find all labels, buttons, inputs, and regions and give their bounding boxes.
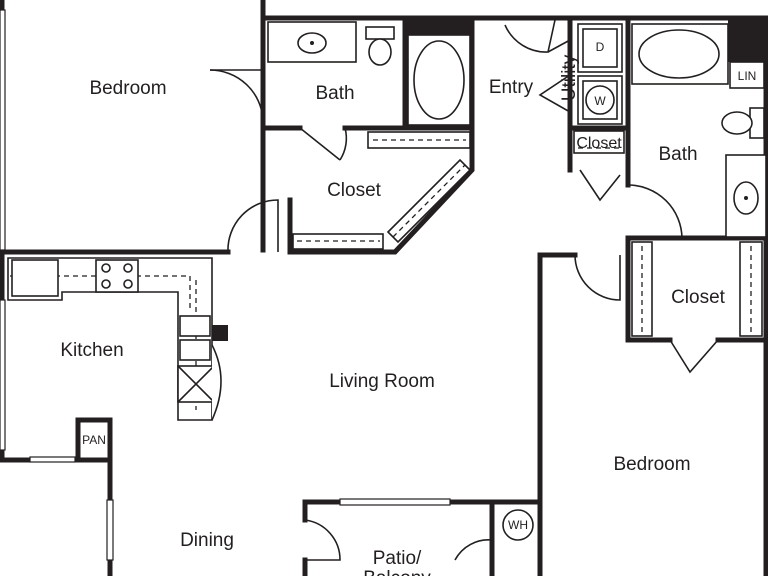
label-kitchen: Kitchen — [60, 340, 123, 361]
linen-box — [729, 61, 765, 89]
water-heater-icon — [502, 509, 534, 541]
label-closet-center: Closet — [327, 180, 382, 201]
small-closet-shelf — [573, 130, 625, 154]
label-utility: Utility — [559, 54, 580, 101]
kitchen-sink-1 — [179, 315, 211, 337]
label-bedroom-top-left: Bedroom — [89, 78, 166, 99]
kitchen-sink-2 — [179, 339, 211, 361]
label-pantry: PAN — [82, 433, 106, 447]
bath-right-fixtures — [631, 20, 767, 238]
fixture-labels: PAN LIN WH D W — [82, 40, 756, 532]
toilet-tank-icon — [365, 26, 395, 40]
label-bath-right: Bath — [658, 144, 697, 165]
label-water-heater: WH — [508, 518, 528, 532]
label-patio-line1: Patio/ — [373, 548, 422, 569]
room-labels: Bedroom Bath Closet Entry Utility Closet… — [60, 54, 725, 576]
toilet-right-bowl-icon — [721, 111, 753, 135]
label-entry: Entry — [489, 77, 534, 98]
label-linen: LIN — [738, 69, 757, 83]
toilet-bowl-icon — [368, 38, 392, 66]
label-closet-right: Closet — [671, 287, 726, 308]
utility-fixtures — [573, 23, 625, 154]
bath-top-fixtures — [267, 20, 472, 126]
doors — [209, 19, 719, 561]
label-washer: W — [594, 94, 606, 108]
closet-right-shelves — [631, 241, 763, 337]
label-dryer: D — [596, 40, 605, 54]
windows — [0, 9, 451, 561]
label-patio-line2: Balcony — [363, 568, 431, 576]
closet-center-shelves — [292, 131, 472, 250]
label-bath-top: Bath — [315, 83, 354, 104]
kitchen-fixtures — [7, 257, 228, 421]
label-closet-small: Closet — [576, 135, 622, 152]
range-icon — [95, 259, 139, 293]
label-dining: Dining — [180, 530, 234, 551]
label-living-room: Living Room — [329, 371, 435, 392]
label-bedroom-right: Bedroom — [613, 454, 690, 475]
refrigerator — [11, 259, 59, 297]
